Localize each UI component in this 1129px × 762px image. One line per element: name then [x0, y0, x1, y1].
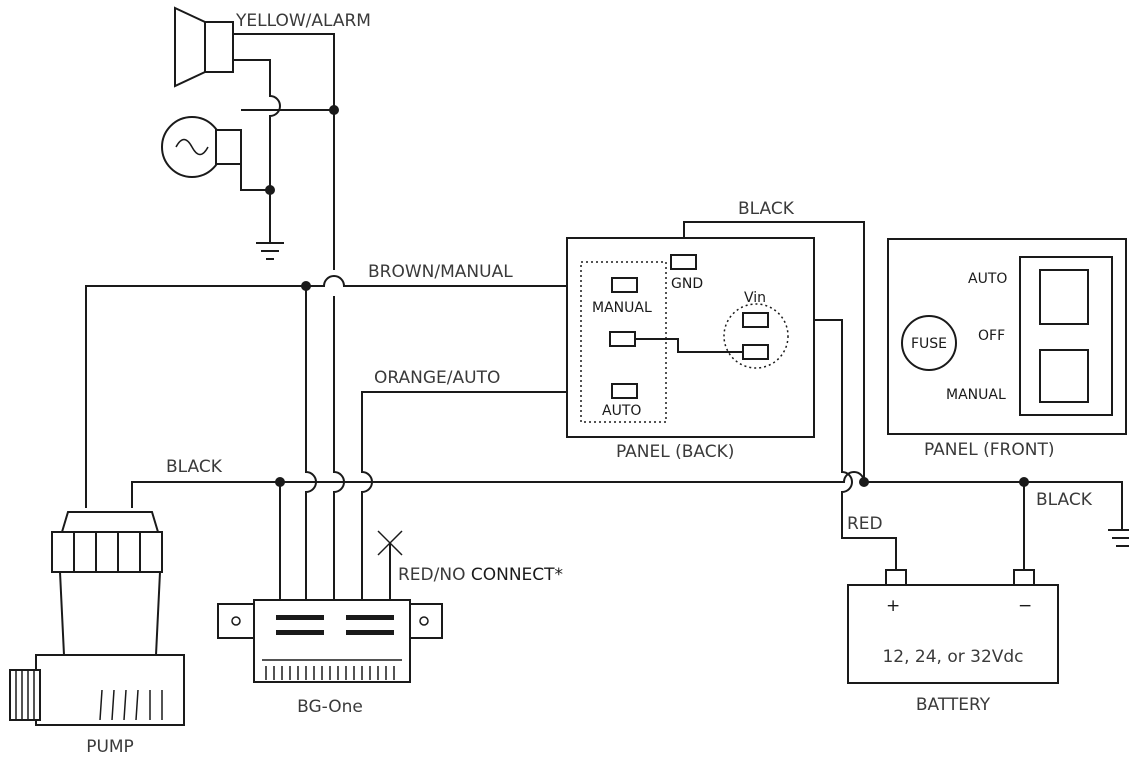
ground-icon	[1108, 529, 1129, 547]
bg-one-title: BG-One	[297, 697, 363, 717]
wire-label-black-left: BLACK	[166, 457, 223, 477]
wire-label-red-no: RED/NO CONNECT*	[398, 565, 563, 585]
battery-title: BATTERY	[916, 695, 991, 715]
panel-front-manual-label: MANUAL	[946, 387, 1006, 403]
panel-back-gnd-label: GND	[671, 276, 703, 292]
ground-icon	[256, 242, 284, 260]
pump-title: PUMP	[86, 737, 134, 757]
wire-label-black-right: BLACK	[1036, 490, 1093, 510]
battery-minus: −	[1018, 596, 1032, 616]
lamp-icon	[161, 116, 242, 178]
speaker-icon	[174, 6, 234, 88]
wire-label-red-no-part1: RED/NO	[398, 565, 465, 585]
pump-icon	[9, 511, 185, 726]
battery-icon	[847, 569, 1059, 684]
wire-label-brown-manual: BROWN/MANUAL	[368, 262, 513, 282]
wire-label-orange-auto: ORANGE/AUTO	[374, 368, 500, 388]
panel-back-vin-label: Vin	[744, 290, 766, 306]
panel-back-title: PANEL (BACK)	[616, 442, 734, 462]
wire-label-black-top: BLACK	[738, 199, 795, 219]
battery-plus: +	[886, 596, 900, 616]
bg-one-sensor-icon	[217, 599, 443, 683]
panel-front-off-label: OFF	[978, 328, 1005, 344]
fuse-label: FUSE	[911, 336, 947, 352]
panel-back-auto-label: AUTO	[602, 403, 641, 419]
panel-back-manual-label: MANUAL	[592, 300, 652, 316]
panel-front-title: PANEL (FRONT)	[924, 440, 1054, 460]
fuse-icon	[901, 315, 957, 371]
wire-label-red: RED	[847, 514, 883, 534]
battery-voltage: 12, 24, or 32Vdc	[882, 647, 1023, 667]
wire-label-red-no-part2: CONNECT*	[471, 565, 563, 585]
panel-front-auto-label: AUTO	[968, 271, 1007, 287]
wire-label-yellow-alarm: YELLOW/ALARM	[235, 11, 371, 31]
